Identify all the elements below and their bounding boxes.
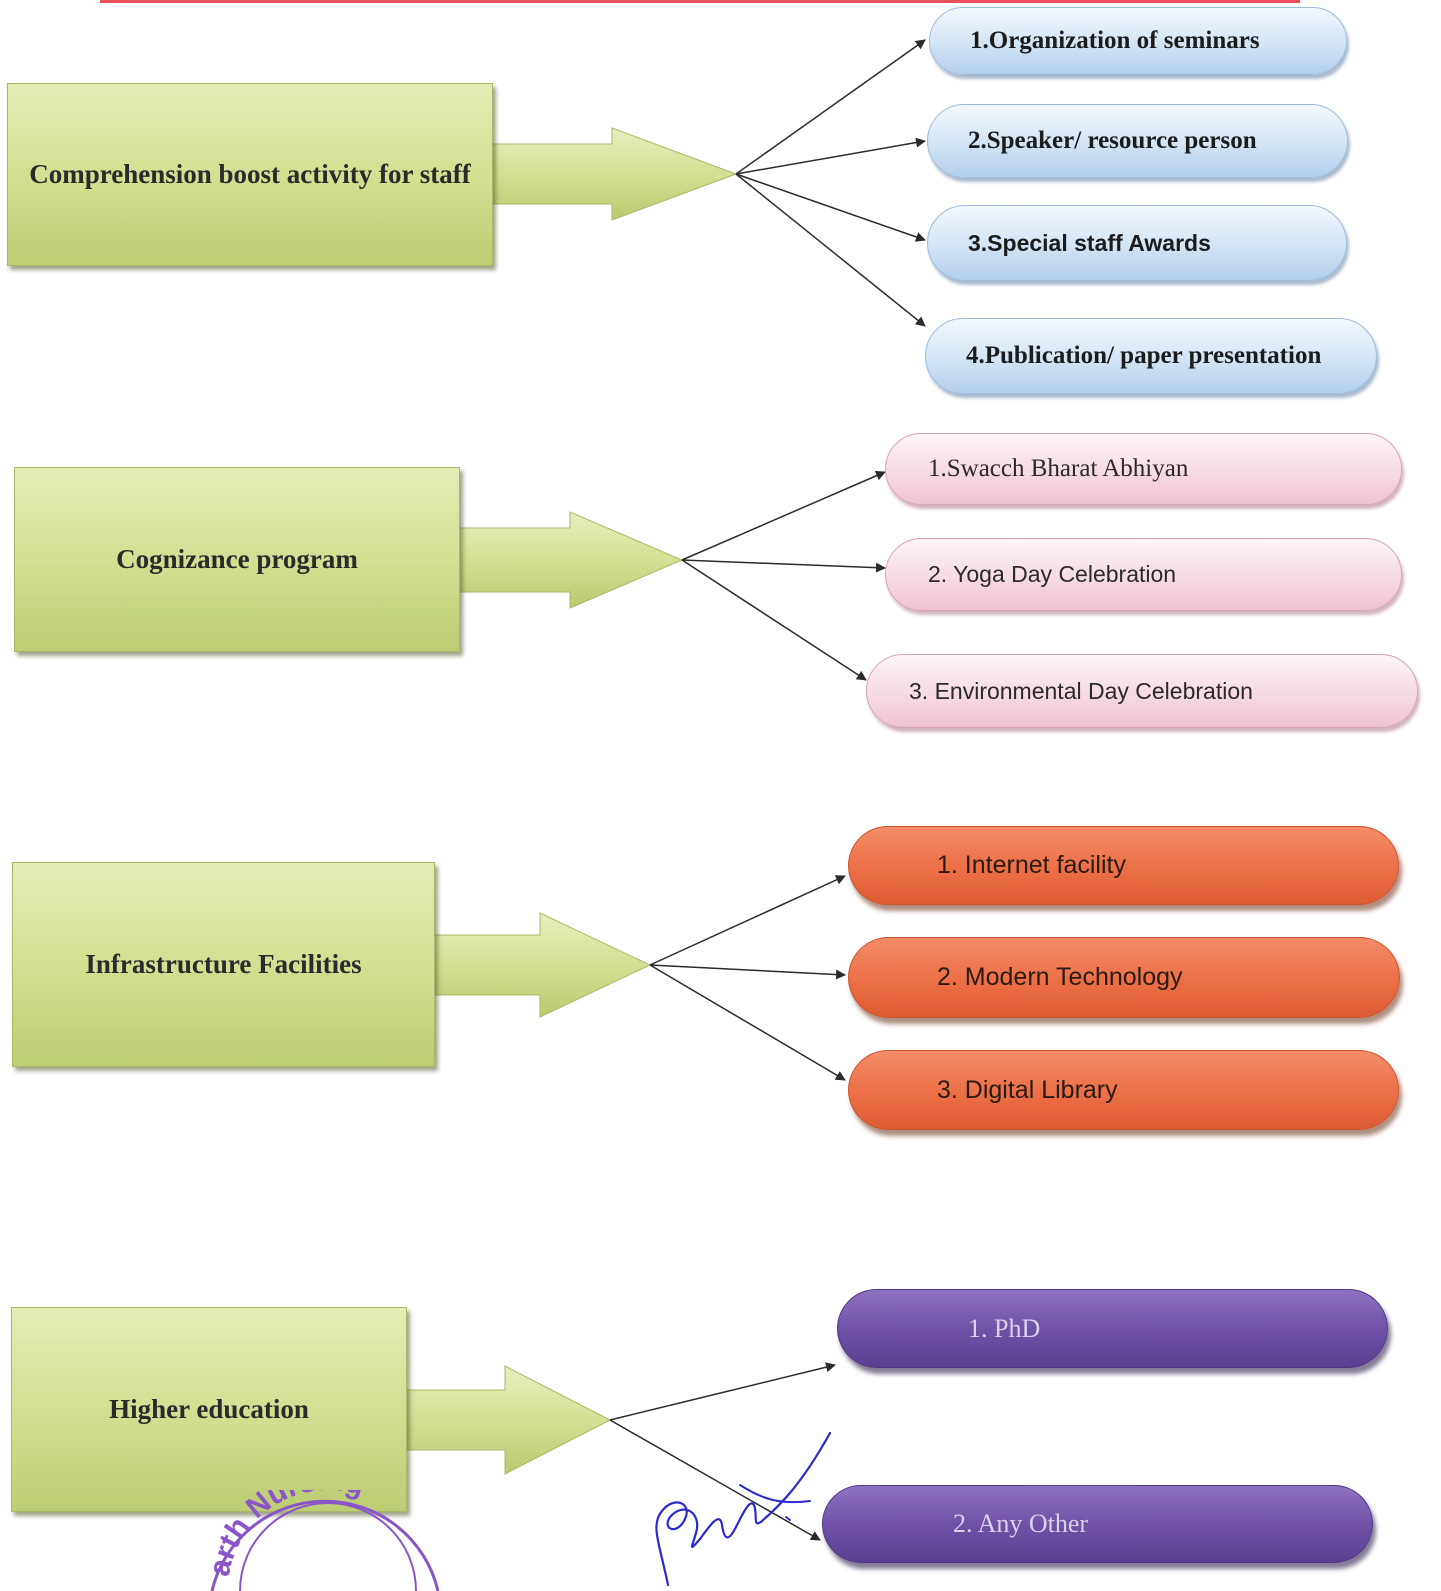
connector-line-3-3 [649, 964, 846, 1081]
item-organization-of-seminars: 1.Organization of seminars [929, 7, 1347, 75]
connector-line-2-3 [681, 559, 867, 681]
item-special-staff-awards: 3.Special staff Awards [927, 205, 1347, 281]
group-title-infrastructure: Infrastructure Facilities [85, 948, 362, 979]
connector-line-1-2 [735, 137, 926, 175]
item-label: 2. Modern Technology [937, 963, 1183, 991]
item-publication-paper-presentation: 4.Publication/ paper presentation [925, 318, 1377, 394]
item-label: 2.Speaker/ resource person [968, 127, 1257, 154]
connector-line-1-3 [735, 173, 926, 242]
group-box-higher-education: Higher education [11, 1307, 407, 1512]
item-phd: 1. PhD [837, 1289, 1388, 1368]
connector-line-3-2 [649, 964, 846, 980]
group-title-higher-education: Higher education [109, 1393, 309, 1424]
group-title-comprehension: Comprehension boost activity for staff [29, 158, 471, 189]
item-label: 1. PhD [968, 1313, 1041, 1343]
item-label: 4.Publication/ paper presentation [966, 342, 1322, 369]
group-box-cognizance: Cognizance program [14, 467, 460, 652]
item-label: 1.Swacch Bharat Abhiyan [928, 455, 1189, 482]
connector-line-2-1 [681, 470, 886, 561]
item-digital-library: 3. Digital Library [848, 1050, 1399, 1130]
group-arrow-4 [405, 1365, 612, 1475]
signature [655, 1431, 832, 1587]
item-speaker-resource-person: 2.Speaker/ resource person [927, 104, 1348, 178]
item-label: 2. Any Other [953, 1509, 1089, 1538]
item-label: 3. Environmental Day Celebration [909, 677, 1253, 704]
item-label: 2. Yoga Day Celebration [928, 561, 1177, 587]
item-label: 3.Special staff Awards [968, 229, 1211, 256]
group-arrow-3 [433, 912, 652, 1018]
connector-line-4-2 [609, 1419, 821, 1541]
connector-line-1-4 [735, 173, 926, 327]
connector-line-2-2 [681, 559, 886, 573]
item-label: 1.Organization of seminars [970, 27, 1260, 54]
item-swacch-bharat-abhiyan: 1.Swacch Bharat Abhiyan [885, 433, 1402, 505]
item-label: 1. Internet facility [937, 851, 1126, 879]
item-yoga-day-celebration: 2. Yoga Day Celebration [885, 538, 1402, 611]
item-environmental-day-celebration: 3. Environmental Day Celebration [866, 654, 1418, 728]
item-internet-facility: 1. Internet facility [848, 826, 1399, 905]
item-modern-technology: 2. Modern Technology [848, 937, 1400, 1018]
connector-line-4-1 [609, 1362, 836, 1421]
group-box-comprehension: Comprehension boost activity for staff [7, 83, 493, 266]
connector-line-3-1 [649, 875, 846, 966]
connector-line-1-1 [735, 39, 926, 175]
group-arrow-2 [458, 511, 684, 609]
item-label: 3. Digital Library [937, 1075, 1118, 1104]
item-any-other: 2. Any Other [822, 1485, 1373, 1563]
group-title-cognizance: Cognizance program [116, 543, 358, 574]
institution-stamp: arth Nursing [203, 1490, 440, 1591]
top-rule [100, 0, 1300, 3]
group-box-infrastructure: Infrastructure Facilities [12, 862, 435, 1067]
group-arrow-1 [491, 127, 738, 221]
